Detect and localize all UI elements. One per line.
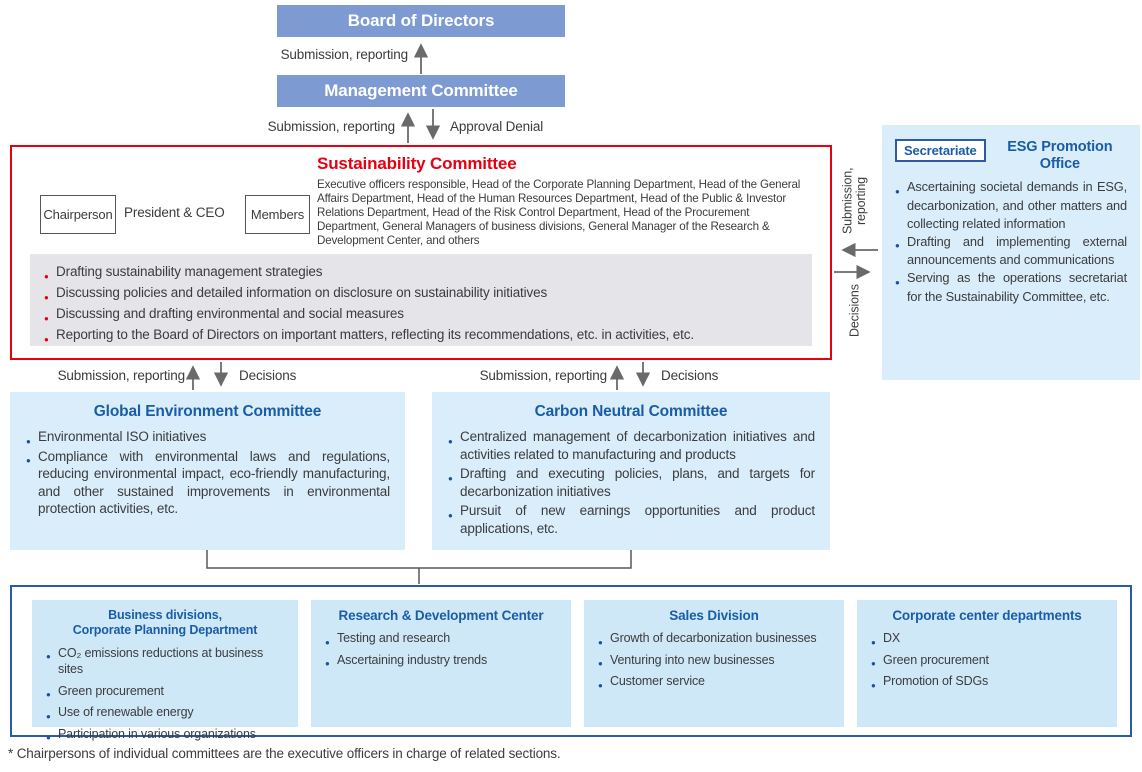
esg-bullet-item: Serving as the operations secretariat fo…	[895, 269, 1127, 305]
esg-office-title: ESG Promotion Office	[1007, 139, 1113, 172]
sustainability-committee-title: Sustainability Committee	[317, 154, 517, 173]
department-bullet-item: Growth of decarbonization businesses	[598, 630, 834, 650]
global-environment-committee-title: Global Environment Committee	[93, 403, 322, 420]
global-environment-committee-box: Global Environment Committee Environment…	[10, 392, 405, 550]
members-label-box: Members	[245, 195, 310, 234]
global-environment-committee-bullets: Environmental ISO initiativesCompliance …	[10, 428, 405, 518]
committee-bullet-item: Centralized management of decarbonizatio…	[448, 428, 815, 463]
footnote: * Chairpersons of individual committees …	[8, 746, 561, 761]
department-bullet-item: Customer service	[598, 673, 834, 693]
esg-bullet-item: Drafting and implementing external annou…	[895, 233, 1127, 269]
committee-bullet-item: Pursuit of new earnings opportunities an…	[448, 502, 815, 537]
carbon-neutral-committee-bullets: Centralized management of decarbonizatio…	[432, 428, 830, 537]
committee-bullet-item: Drafting and executing policies, plans, …	[448, 465, 815, 500]
management-committee-label: Management Committee	[324, 81, 518, 100]
connector-committees-to-departments	[206, 550, 632, 584]
flow-label-approval-denial: Approval Denial	[450, 119, 544, 134]
flow-label-submission-reporting-vertical: Submission, reporting	[840, 167, 869, 235]
flow-label-submission-reporting-mid: Submission, reporting	[267, 119, 396, 134]
chairperson-label: Chairperson	[43, 207, 113, 222]
department-bullet-item: Testing and research	[325, 630, 561, 650]
esg-bullet-item: Ascertaining societal demands in ESG, de…	[895, 178, 1127, 233]
sales-division-bullets: Growth of decarbonization businessesVent…	[584, 630, 844, 693]
department-bullet-item: Venturing into new businesses	[598, 652, 834, 672]
department-bullet-item: Participation in various organizations	[46, 726, 288, 746]
corporate-center-departments-title: Corporate center departments	[892, 608, 1082, 623]
chairperson-value: President & CEO	[124, 205, 225, 220]
flow-label-submission-reporting-cnc: Submission, reporting	[479, 368, 608, 383]
board-of-directors-label: Board of Directors	[347, 11, 495, 30]
management-committee-box: Management Committee	[277, 75, 565, 107]
business-divisions-box: Business divisions, Corporate Planning D…	[32, 600, 298, 746]
flow-label-decisions-vertical: Decisions	[847, 284, 862, 338]
departments-frame: Business divisions, Corporate Planning D…	[10, 585, 1132, 746]
flow-label-decisions-cnc: Decisions	[661, 368, 719, 383]
department-bullet-item: Green procurement	[871, 652, 1107, 672]
research-development-center-bullets: Testing and researchAscertaining industr…	[311, 630, 571, 672]
duty-item: Discussing policies and detailed informa…	[44, 283, 798, 307]
sales-division-title: Sales Division	[669, 608, 759, 623]
committee-bullet-item: Environmental ISO initiatives	[26, 428, 390, 449]
department-bullet-item: Promotion of SDGs	[871, 673, 1107, 693]
department-bullet-item: DX	[871, 630, 1107, 650]
sustainability-committee-box: Sustainability Committee Executive offic…	[10, 145, 832, 360]
business-divisions-bullets: CO₂ emissions reductions at business sit…	[32, 645, 298, 746]
department-bullet-item: Use of renewable energy	[46, 704, 288, 724]
carbon-neutral-committee-title: Carbon Neutral Committee	[534, 403, 728, 420]
board-of-directors-box: Board of Directors	[277, 5, 565, 37]
duty-item: Reporting to the Board of Directors on i…	[44, 325, 798, 349]
esg-header: Secretariate ESG Promotion Office	[895, 139, 1127, 172]
business-divisions-title: Business divisions, Corporate Planning D…	[72, 608, 258, 638]
research-development-center-box: Research & Development Center Testing an…	[311, 600, 571, 727]
research-development-center-title: Research & Development Center	[338, 608, 544, 623]
members-label: Members	[250, 207, 305, 222]
flow-label-submission-reporting-top: Submission, reporting	[280, 47, 409, 62]
sustainability-members-text: Executive officers responsible, Head of …	[317, 178, 801, 247]
corporate-center-departments-bullets: DXGreen procurementPromotion of SDGs	[857, 630, 1117, 693]
flow-label-submission-reporting-gec: Submission, reporting	[57, 368, 186, 383]
sales-division-box: Sales Division Growth of decarbonization…	[584, 600, 844, 727]
corporate-center-departments-box: Corporate center departments DXGreen pro…	[857, 600, 1117, 727]
carbon-neutral-committee-box: Carbon Neutral Committee Centralized man…	[432, 392, 830, 550]
secretariate-box: Secretariate	[895, 139, 986, 162]
committee-bullet-item: Compliance with environmental laws and r…	[26, 448, 390, 518]
sustainability-duties-panel: Drafting sustainability management strat…	[30, 254, 812, 349]
department-bullet-item: Green procurement	[46, 683, 288, 703]
chairperson-label-box: Chairperson	[40, 195, 116, 234]
duty-item: Discussing and drafting environmental an…	[44, 304, 798, 328]
duty-item: Drafting sustainability management strat…	[44, 262, 798, 286]
department-bullet-item: Ascertaining industry trends	[325, 652, 561, 672]
flow-label-decisions-gec: Decisions	[239, 368, 297, 383]
sustainability-duties-list: Drafting sustainability management strat…	[44, 262, 798, 349]
esg-promotion-office-box: Secretariate ESG Promotion Office Ascert…	[882, 125, 1140, 380]
esg-office-bullets: Ascertaining societal demands in ESG, de…	[895, 178, 1127, 305]
department-bullet-item: CO₂ emissions reductions at business sit…	[46, 645, 288, 678]
